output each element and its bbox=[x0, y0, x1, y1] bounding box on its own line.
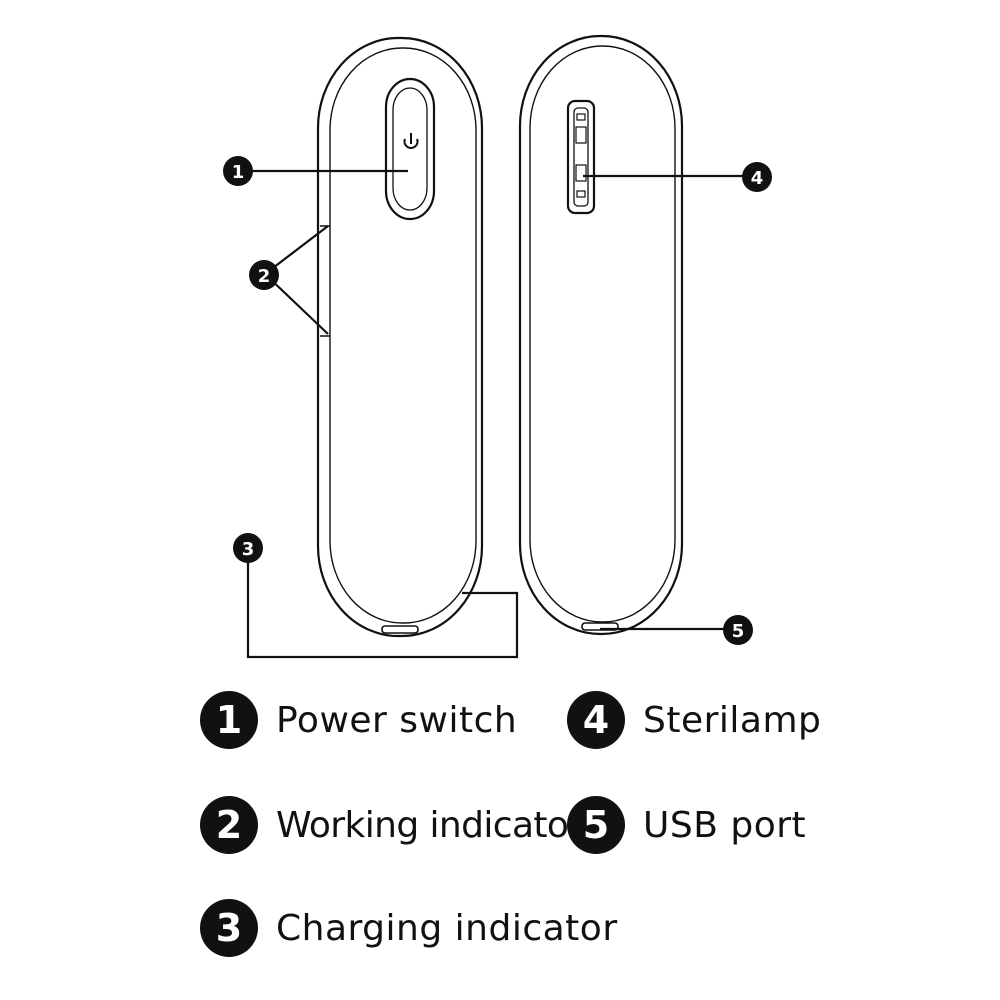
sterilamp-module bbox=[566, 99, 596, 215]
device-back-view bbox=[518, 34, 684, 636]
legend-label-usb-port: USB port bbox=[643, 804, 807, 846]
callout-badge-3: 3 bbox=[233, 533, 263, 563]
legend-item-power-switch: 1 Power switch bbox=[200, 690, 517, 750]
callout-badge-2: 2 bbox=[249, 260, 279, 290]
legend-item-sterilamp: 4 Sterilamp bbox=[567, 690, 821, 750]
legend-number-1: 1 bbox=[200, 691, 258, 749]
legend-label-charging-indicator: Charging indicator bbox=[276, 907, 618, 949]
callout-badge-5: 5 bbox=[723, 615, 753, 645]
callout-number-2: 2 bbox=[258, 266, 271, 287]
legend-label-sterilamp: Sterilamp bbox=[643, 699, 822, 741]
legend-number-5: 5 bbox=[567, 796, 625, 854]
callout-number-3: 3 bbox=[242, 539, 255, 560]
legend-item-usb-port: 5 USB port bbox=[567, 795, 806, 855]
legend-item-working-indicator: 2 Working indicator bbox=[200, 795, 583, 855]
legend-item-charging-indicator: 3 Charging indicator bbox=[200, 898, 618, 958]
legend-number-4: 4 bbox=[567, 691, 625, 749]
charging-indicator-slot bbox=[381, 625, 419, 634]
power-button[interactable] bbox=[384, 77, 436, 221]
legend-number-2: 2 bbox=[200, 796, 258, 854]
device-front-view bbox=[316, 36, 484, 638]
callout-number-4: 4 bbox=[751, 168, 764, 189]
power-icon bbox=[403, 133, 419, 149]
callout-number-5: 5 bbox=[732, 621, 745, 642]
callout-badge-1: 1 bbox=[223, 156, 253, 186]
device-diagram: 1 2 3 4 5 bbox=[223, 34, 772, 659]
callout-number-1: 1 bbox=[232, 162, 245, 183]
legend-label-working-indicator: Working indicator bbox=[276, 804, 583, 846]
callout-badge-4: 4 bbox=[742, 162, 772, 192]
legend-number-3: 3 bbox=[200, 899, 258, 957]
leader-lines bbox=[240, 169, 757, 659]
legend-label-power-switch: Power switch bbox=[276, 699, 518, 741]
